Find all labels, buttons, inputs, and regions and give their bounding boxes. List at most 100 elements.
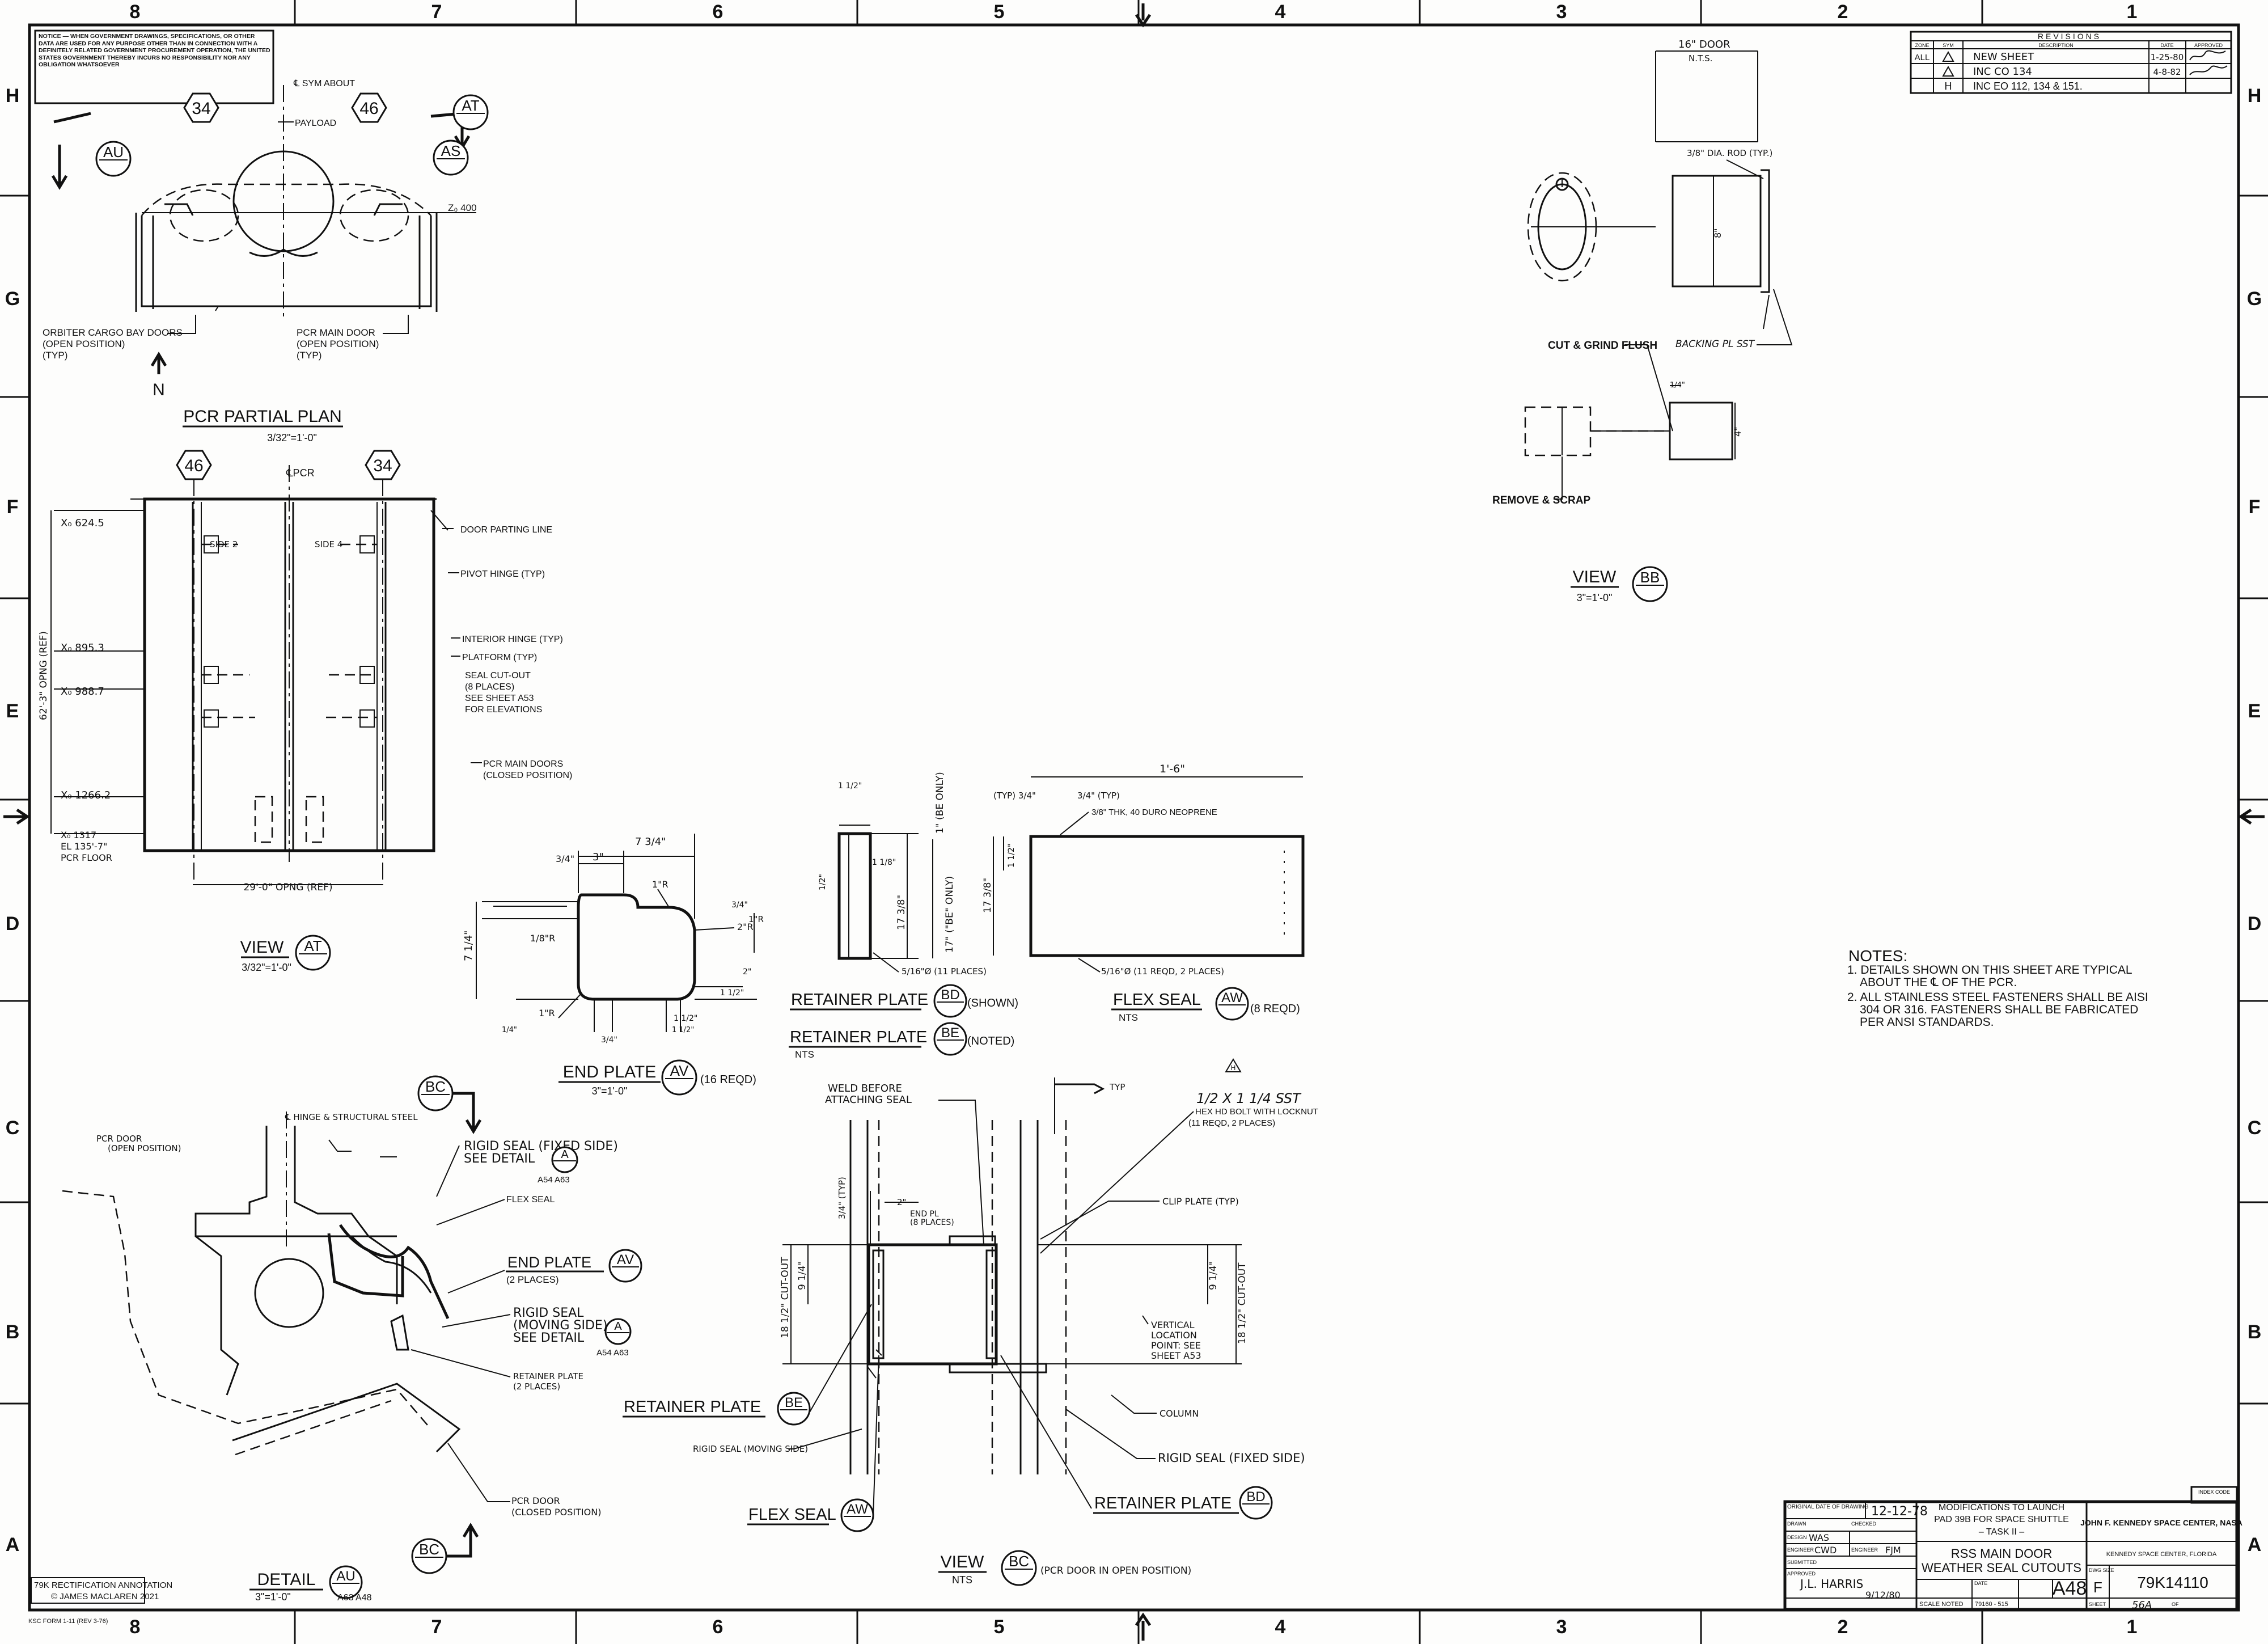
- qty-note: (8 REQD): [1250, 1003, 1300, 1015]
- retainer-plate-detail: 1 1/2" 1 1/8" 1" (BE ONLY) 17 3/8" 17" (…: [789, 772, 1018, 1060]
- notes-heading: NOTES:: [1848, 947, 1907, 965]
- view-title: RETAINER PLATE: [791, 991, 928, 1009]
- column-labels: 8 7 6 5 4 3 2 1 8 7 6 5 4 3 2 1: [130, 1, 2138, 1638]
- rev-date: 1-25-80: [2151, 52, 2184, 62]
- col-label: 2: [1838, 1, 1848, 23]
- tb-title: WEATHER SEAL CUTOUTS: [1922, 1561, 2081, 1575]
- sheet-ref: A63 A48: [337, 1593, 372, 1603]
- sym-note: ℄ SYM ABOUT: [293, 79, 355, 88]
- view-at: 46 34 ℄PCR X₀ 624.5 X₀ 895.3 X₀ 988.7 X₀…: [38, 450, 572, 973]
- callout-text: 46: [359, 99, 378, 118]
- view-title: VIEW: [941, 1553, 984, 1571]
- rev-desc: INC CO 134: [1973, 66, 2032, 78]
- callout-text: 34: [192, 99, 210, 118]
- dim-text: 5/16"Ø (11 PLACES): [902, 966, 987, 977]
- row-label: H: [6, 85, 20, 107]
- bubble-text: A: [614, 1320, 622, 1333]
- view-bubble: [933, 984, 967, 1018]
- section-arrow-icon: [51, 145, 68, 190]
- payload-outline: [232, 150, 335, 252]
- leader-note: PCR MAIN DOORS: [483, 759, 563, 769]
- rev-triangle-icon: [1942, 50, 1954, 62]
- view-title: DETAIL: [257, 1570, 316, 1589]
- end-plate-detail: 7 3/4" 3" 3/4" 1"R 2"R 1"R 3/4" 1/8"R 7 …: [463, 834, 764, 1097]
- sheet-border: [28, 23, 2240, 1612]
- dim-text: N.T.S.: [1689, 53, 1712, 64]
- dim-text: 3/8" DIA. ROD (TYP.): [1687, 148, 1772, 158]
- bubble-text: BB: [1640, 569, 1660, 586]
- leader-note: END PL: [910, 1210, 939, 1219]
- view-scale: 3/32"=1'-0": [267, 432, 317, 443]
- bubble-text: AS: [441, 142, 461, 159]
- leader-note: PIVOT HINGE (TYP): [460, 569, 545, 579]
- row-label: E: [2248, 700, 2261, 722]
- row-label: C: [6, 1117, 20, 1139]
- tb-label: CHECKED: [1851, 1521, 1877, 1527]
- col-label: 6: [713, 1616, 723, 1638]
- main-door-label: (TYP): [297, 350, 321, 361]
- row-label: E: [6, 700, 19, 722]
- leader-note: (CLOSED POSITION): [511, 1507, 601, 1518]
- x-station-label: X₀ 988.7: [61, 686, 104, 698]
- view-title: RETAINER PLATE: [624, 1398, 761, 1416]
- sheet-ref: A54 A63: [538, 1175, 570, 1185]
- flex-seal-detail: 1'-6" (TYP) 3/4" 3/4" (TYP) 3/8" THK, 40…: [982, 763, 1305, 1023]
- leader-note: (8 PLACES): [465, 682, 514, 692]
- col-label: 8: [130, 1, 141, 23]
- dim-text: 1" (BE ONLY): [934, 772, 946, 834]
- dim-text: 17 3/8": [896, 895, 907, 930]
- leader-note: HEX HD BOLT WITH LOCKNUT: [1195, 1107, 1318, 1117]
- detail-au: BC PCR DOOR (OPEN POSITION) ℄ HINGE & ST…: [62, 1075, 642, 1603]
- qty-note: (16 REQD): [700, 1074, 756, 1086]
- leader-note: (CLOSED POSITION): [483, 771, 572, 780]
- dim-text: 5/16"Ø (11 REQD, 2 PLACES): [1101, 966, 1224, 977]
- view-scale: 3"=1'-0": [592, 1085, 628, 1097]
- view-note: (PCR DOOR IN OPEN POSITION): [1040, 1565, 1191, 1577]
- bubble-text: BD: [941, 987, 959, 1003]
- view-title: VIEW: [240, 938, 284, 957]
- view-title: PCR PARTIAL PLAN: [183, 407, 342, 426]
- dim-text: 9 1/4": [1208, 1261, 1219, 1290]
- tb-label: APPROVED: [1787, 1571, 1816, 1577]
- bubble-text: AW: [847, 1502, 868, 1517]
- centerline-label: ℄PCR: [286, 467, 315, 479]
- leader-note: FOR ELEVATIONS: [465, 705, 542, 715]
- north-arrow-icon: [150, 352, 167, 374]
- dim-text: 3/8" THK, 40 DURO NEOPRENE: [1091, 808, 1217, 817]
- tb-project: – TASK II –: [1979, 1527, 2024, 1537]
- tb-title: RSS MAIN DOOR: [1951, 1546, 2052, 1561]
- row-label: A: [6, 1534, 20, 1556]
- callout-text: 46: [184, 457, 203, 475]
- bubble-at: [452, 94, 489, 130]
- row-labels: H G F E D C B A H G F E D C B A: [5, 85, 2262, 1556]
- row-label: F: [7, 496, 19, 518]
- copyright-label: © JAMES MACLAREN 2021: [51, 1592, 159, 1601]
- view-bubble: [933, 1022, 967, 1056]
- tb-label: DATE: [1974, 1580, 1987, 1586]
- row-label: D: [6, 913, 20, 935]
- approval-signature: [2189, 65, 2228, 75]
- col-label: 6: [713, 1, 723, 23]
- cutout-frame: [867, 1243, 998, 1366]
- view-scale: NTS: [795, 1049, 814, 1060]
- center-mark-left: [3, 808, 30, 825]
- bubble-text: AT: [462, 97, 479, 114]
- tb-label: ORIGINAL DATE OF DRAWING: [1787, 1504, 1869, 1510]
- tb-label: DWG SIZE: [2089, 1567, 2114, 1573]
- footer: 79K RECTIFICATION ANNOTATION © JAMES MAC…: [28, 1577, 172, 1625]
- revisions-title: REVISIONS: [2038, 32, 2101, 41]
- tb-sheet: 56A: [2132, 1599, 2152, 1611]
- view-title: END PLATE: [507, 1254, 591, 1271]
- tb-label: ENGINEER: [1851, 1547, 1878, 1553]
- bay-doors-label: (TYP): [43, 350, 67, 361]
- hex-callout-34: [183, 92, 219, 123]
- bubble-text: BE: [941, 1025, 959, 1041]
- bubble-text: A: [561, 1148, 569, 1161]
- col-label: 2: [1838, 1616, 1848, 1638]
- form-label: KSC FORM 1-11 (REV 3-76): [28, 1618, 108, 1625]
- leader-note: REMOVE & SCRAP: [1492, 495, 1590, 506]
- hex-callout-46: [351, 92, 387, 123]
- tb-label: SUBMITTED: [1787, 1560, 1817, 1565]
- view-title: RETAINER PLATE: [790, 1028, 927, 1046]
